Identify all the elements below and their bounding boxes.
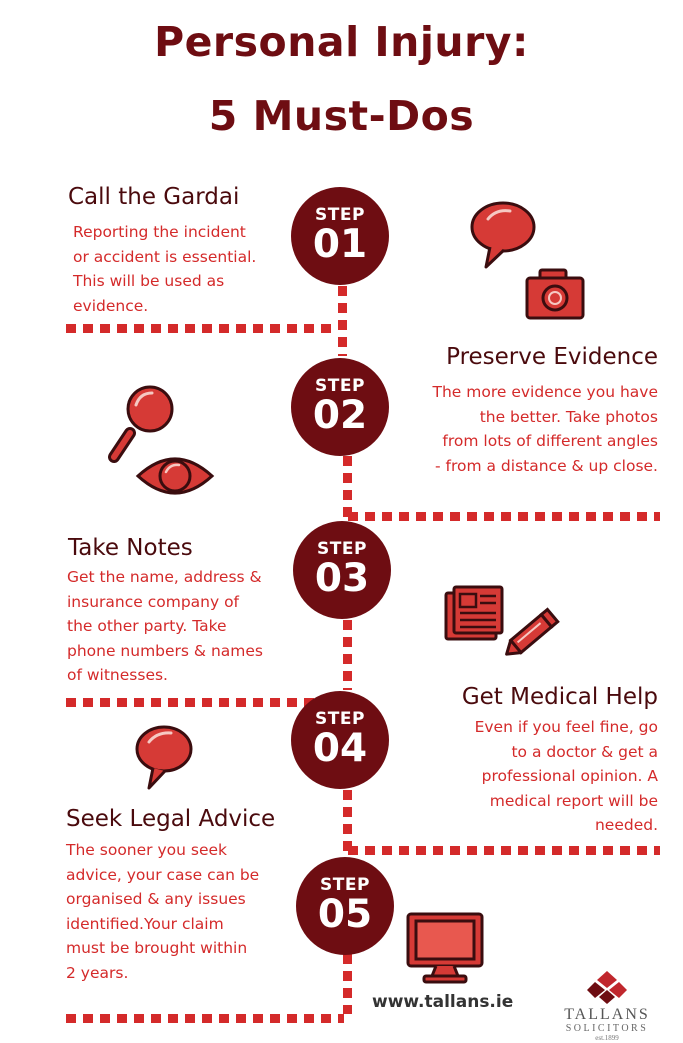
step-01-heading: Call the Gardai (68, 184, 240, 210)
text-line: from lots of different angles (442, 432, 658, 450)
text-line: Get the name, address & (67, 568, 262, 586)
text-line: identified.Your claim (66, 914, 224, 933)
brand-established: est.1899 (595, 1034, 619, 1042)
step-04-description: Even if you feel fine, go to a doctor & … (420, 715, 658, 838)
connector-4-5 (343, 790, 352, 852)
text-line: 2 years. (66, 963, 129, 982)
text-line: This will be used as (73, 272, 225, 290)
step-label: STEP (317, 539, 367, 559)
divider-step5 (66, 1014, 344, 1023)
connector-1-2 (338, 286, 347, 356)
step-number: 01 (312, 222, 368, 267)
newspaper-icon (444, 585, 504, 641)
speech-bubble-icon (470, 201, 536, 269)
divider-step2 (348, 512, 660, 521)
pencil-icon (505, 607, 560, 656)
text-line: needed. (594, 816, 658, 834)
step-02-badge: STEP 02 (291, 358, 389, 456)
page-title: Personal Injury: (154, 18, 529, 66)
text-line: Even if you feel fine, go (474, 718, 658, 736)
text-line: or accident is essential. (73, 247, 257, 266)
speech-bubble-icon (135, 725, 193, 790)
step-03-heading: Take Notes (68, 535, 193, 561)
tallans-logo: TALLANS SOLICITORS est.1899 (552, 971, 662, 1043)
brand-name: TALLANS (564, 1006, 650, 1023)
step-03-description: Get the name, address & insurance compan… (67, 565, 302, 688)
text-line: Reporting the incident (73, 223, 246, 241)
brand-subtitle: SOLICITORS (565, 1023, 649, 1034)
step-05-badge: STEP 05 (296, 857, 394, 955)
step-04-heading: Get Medical Help (461, 684, 658, 710)
step-number: 03 (314, 556, 370, 601)
text-line: must be brought within (66, 939, 248, 957)
divider-step1 (66, 324, 336, 333)
step-label: STEP (320, 875, 370, 895)
step-label: STEP (315, 205, 365, 225)
step-02-description: The more evidence you have the better. T… (386, 380, 658, 478)
step-number: 02 (312, 393, 368, 438)
connector-5-end (343, 954, 352, 1014)
text-line: professional opinion. A (481, 767, 658, 785)
step-label: STEP (315, 376, 365, 396)
page-subtitle: 5 Must-Dos (208, 92, 475, 140)
text-line: The sooner you seek (66, 841, 227, 859)
text-line: of witnesses. (67, 666, 168, 684)
step-05-heading: Seek Legal Advice (66, 806, 276, 832)
tallans-logo-mark-icon (587, 971, 627, 1004)
step-01-description: Reporting the incident or accident is es… (73, 220, 303, 318)
divider-step4 (348, 846, 660, 855)
text-line: the other party. Take (67, 617, 227, 635)
text-line: insurance company of (67, 592, 240, 611)
text-line: advice, your case can be (66, 865, 260, 884)
camera-icon (525, 268, 585, 320)
step-number: 04 (312, 726, 368, 771)
step-05-description: The sooner you seek advice, your case ca… (66, 838, 301, 985)
eye-icon (135, 457, 215, 495)
text-line: - from a distance & up close. (434, 456, 658, 475)
step-label: STEP (315, 709, 365, 729)
magnifying-glass-icon (108, 385, 174, 463)
text-line: medical report will be (489, 791, 658, 810)
step-03-badge: STEP 03 (293, 521, 391, 619)
step-02-heading: Preserve Evidence (446, 344, 658, 370)
text-line: phone numbers & names (67, 641, 263, 660)
step-04-badge: STEP 04 (291, 691, 389, 789)
text-line: organised & any issues (66, 890, 246, 908)
text-line: the better. Take photos (479, 407, 658, 426)
text-line: The more evidence you have (432, 383, 658, 401)
divider-step3 (66, 698, 344, 707)
website-link[interactable]: www.tallans.ie (372, 992, 514, 1012)
step-number: 05 (317, 892, 373, 937)
connector-2-3 (343, 456, 352, 518)
step-01-badge: STEP 01 (291, 187, 389, 285)
text-line: evidence. (73, 296, 149, 315)
computer-monitor-icon (406, 912, 484, 984)
connector-3-4 (343, 620, 352, 690)
text-line: to a doctor & get a (511, 742, 658, 761)
